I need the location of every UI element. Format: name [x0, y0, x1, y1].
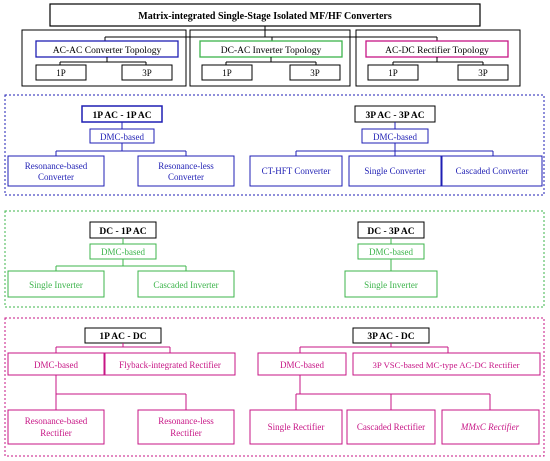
- ac-ac-3p-child-3: Cascaded Converter: [456, 166, 529, 176]
- ac-dc-3p-child-2: Cascaded Rectifier: [357, 422, 425, 432]
- ac-dc-3p-child-3: MMxC Rectifier: [460, 422, 520, 432]
- title-node: Matrix-integrated Single-Stage Isolated …: [49, 3, 481, 27]
- ac-dc-section-text: 1P AC - DC DMC-based Flyback-integrated …: [25, 332, 520, 438]
- dc-ac-3p-title: DC - 3P AC: [367, 227, 414, 237]
- ac-dc-3p-method-1: DMC-based: [280, 360, 324, 370]
- dc-ac-1p-child-2: Cascaded Inverter: [153, 280, 218, 290]
- ac-dc-1p-child-1-line1: Resonance-based: [25, 416, 88, 426]
- ac-ac-3p-method: DMC-based: [373, 132, 417, 142]
- ac-ac-3p-label: 3P: [142, 68, 152, 78]
- ac-dc-1p-label: 1P: [388, 68, 398, 78]
- ac-dc-1p-method-2: Flyback-integrated Rectifier: [119, 360, 221, 370]
- ac-ac-1p-child-1-line1: Resonance-based: [25, 161, 88, 171]
- ac-ac-topology-node: AC-AC Converter Topology 1P 3P: [21, 29, 187, 87]
- ac-dc-topology-node: AC-DC Rectifier Topology 1P 3P: [355, 29, 521, 87]
- ac-dc-3p-child-1: Single Rectifier: [268, 422, 325, 432]
- ac-ac-3p-child-1: CT-HFT Converter: [262, 166, 331, 176]
- dc-ac-section: [4, 210, 545, 308]
- dc-ac-3p-method: DMC-based: [369, 247, 413, 257]
- dc-ac-section-text: DC - 1P AC DMC-based Single Inverter Cas…: [29, 227, 418, 290]
- ac-ac-3p-title: 3P AC - 3P AC: [365, 111, 424, 121]
- ac-dc-3p-title: 3P AC - DC: [367, 332, 414, 342]
- ac-ac-3p-child-2: Single Converter: [364, 166, 425, 176]
- dc-ac-1p-method: DMC-based: [101, 247, 145, 257]
- title-connectors: [104, 26, 438, 41]
- ac-ac-section-text: 1P AC - 1P AC DMC-based Resonance-based …: [25, 111, 529, 182]
- dc-ac-3p-label: 3P: [310, 68, 320, 78]
- ac-ac-1p-title: 1P AC - 1P AC: [92, 111, 151, 121]
- diagram-title: Matrix-integrated Single-Stage Isolated …: [138, 11, 392, 22]
- dc-ac-3p-child-1: Single Inverter: [364, 280, 418, 290]
- ac-dc-1p-method-1: DMC-based: [34, 360, 78, 370]
- dc-ac-topology-node: DC-AC Inverter Topology 1P 3P: [189, 29, 351, 87]
- ac-dc-3p-label: 3P: [478, 68, 488, 78]
- dc-ac-1p-child-1: Single Inverter: [29, 280, 83, 290]
- ac-ac-1p-child-1-line2: Converter: [38, 172, 74, 182]
- ac-ac-1p-child-2-line1: Resonance-less: [158, 161, 214, 171]
- ac-dc-1p-child-2-line2: Rectifier: [170, 428, 201, 438]
- ac-dc-topology-label: AC-DC Rectifier Topology: [385, 45, 489, 56]
- dc-ac-1p-title: DC - 1P AC: [99, 227, 146, 237]
- ac-dc-3p-method-2: 3P VSC-based MC-type AC-DC Rectifier: [372, 360, 519, 370]
- ac-ac-section: [4, 94, 545, 196]
- ac-dc-1p-child-2-line1: Resonance-less: [158, 416, 214, 426]
- ac-ac-1p-label: 1P: [56, 68, 66, 78]
- ac-ac-1p-child-2-line2: Converter: [168, 172, 204, 182]
- dc-ac-1p-label: 1P: [222, 68, 232, 78]
- ac-dc-section: [4, 317, 545, 457]
- dc-ac-topology-label: DC-AC Inverter Topology: [221, 46, 322, 56]
- ac-dc-1p-title: 1P AC - DC: [99, 332, 146, 342]
- ac-ac-topology-label: AC-AC Converter Topology: [53, 46, 162, 56]
- ac-ac-1p-method: DMC-based: [100, 132, 144, 142]
- ac-dc-1p-child-1-line2: Rectifier: [40, 428, 71, 438]
